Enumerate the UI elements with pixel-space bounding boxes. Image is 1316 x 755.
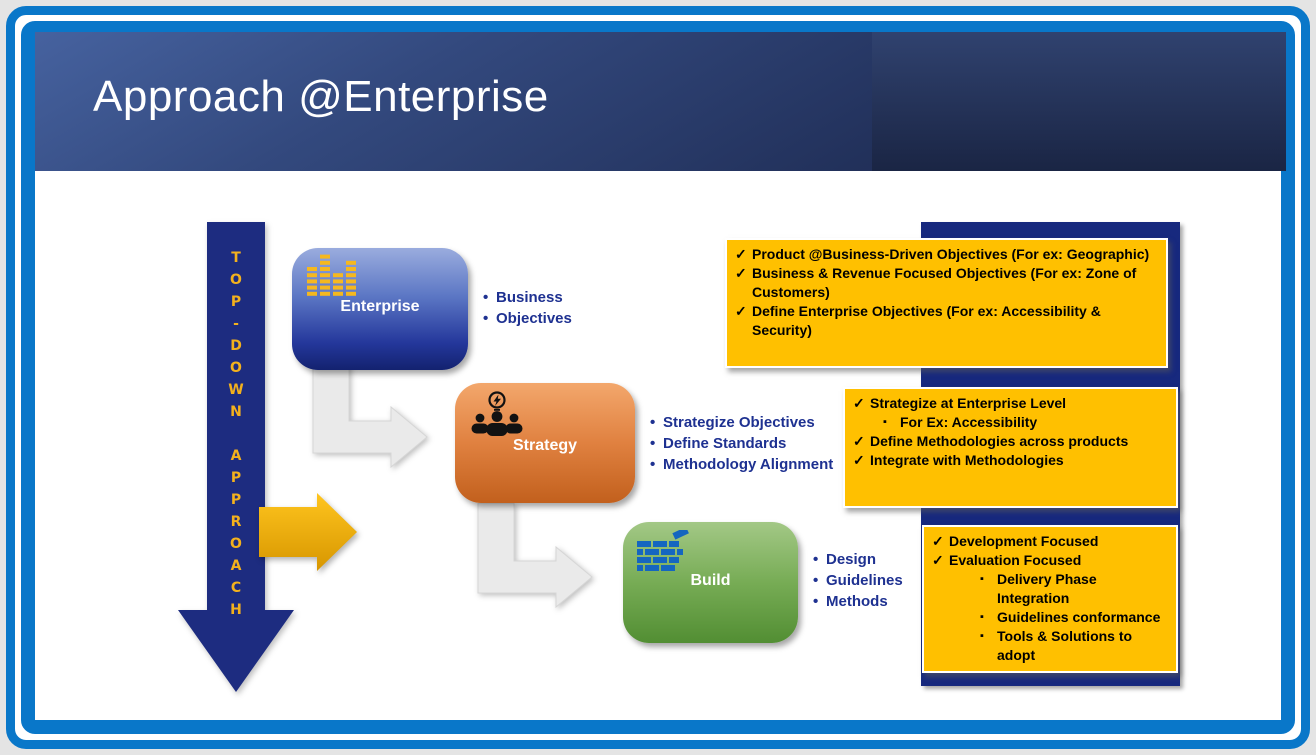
callout-subitem: ▪ For Ex: Accessibility <box>883 414 1038 430</box>
equalizer-bars-icon <box>307 254 356 296</box>
down-arrow-shape <box>178 222 294 692</box>
check-icon: ✓ <box>853 452 865 468</box>
list-item: • Define Standards <box>650 435 787 452</box>
stage-bullet-list-build: • Design • Guidelines • Methods <box>813 549 903 612</box>
list-item: • Business <box>483 289 563 306</box>
brick-wall-icon <box>637 530 689 571</box>
list-item: • Design <box>813 551 877 568</box>
list-item: • Methodology Alignment <box>650 456 834 473</box>
bullet-icon: • <box>813 593 819 610</box>
square-bullet-icon: ▪ <box>980 611 984 623</box>
stage-label-strategy: Strategy <box>512 437 578 454</box>
list-item: • Strategize Objectives <box>650 414 815 431</box>
bullet-icon: • <box>650 435 656 452</box>
title-banner: Approach @Enterprise <box>35 32 1286 171</box>
callout-box-strategy: ✓ Strategize at Enterprise Level ▪ For E… <box>843 387 1178 508</box>
team-idea-icon <box>471 391 523 436</box>
list-item: • Guidelines <box>813 572 903 589</box>
callout-item: ✓ Define Methodologies across products <box>853 433 1129 449</box>
list-item: • Objectives <box>483 310 572 327</box>
callout-subitem: ▪ Delivery Phase Integration <box>980 571 1097 606</box>
stage-box-enterprise: Enterprise <box>292 248 468 370</box>
callout-item: ✓ Development Focused <box>932 533 1099 549</box>
bullet-icon: • <box>650 456 656 473</box>
check-icon: ✓ <box>932 533 944 549</box>
check-icon: ✓ <box>932 552 944 568</box>
stage-box-strategy: Strategy <box>455 383 635 503</box>
stage-bullet-list-strategy: • Strategize Objectives • Define Standar… <box>650 412 833 475</box>
banner-right-panel <box>872 32 1286 171</box>
callout-item: ✓ Strategize at Enterprise Level <box>853 395 1067 411</box>
callout-item: ✓ Product @Business-Driven Objectives (F… <box>735 246 1150 262</box>
stage-label-build: Build <box>690 572 731 589</box>
callout-item: ✓ Business & Revenue Focused Objectives … <box>735 265 1137 300</box>
list-item: • Methods <box>813 593 888 610</box>
bullet-icon: • <box>813 551 819 568</box>
stage-label-enterprise: Enterprise <box>340 298 420 315</box>
top-down-approach-label: TOP-DOWN APPROACH <box>228 250 244 624</box>
stage-bullet-list-enterprise: • Business • Objectives <box>483 287 572 329</box>
square-bullet-icon: ▪ <box>980 573 984 585</box>
check-icon: ✓ <box>735 246 747 262</box>
bullet-icon: • <box>483 310 489 327</box>
check-icon: ✓ <box>735 303 747 319</box>
check-icon: ✓ <box>735 265 747 281</box>
callout-item: ✓ Define Enterprise Objectives (For ex: … <box>735 303 1101 338</box>
callout-box-enterprise: ✓ Product @Business-Driven Objectives (F… <box>725 238 1168 368</box>
callout-box-build: ✓ Development Focused ✓ Evaluation Focus… <box>922 525 1178 673</box>
callout-subitem: ▪ Tools & Solutions to adopt <box>980 628 1133 663</box>
square-bullet-icon: ▪ <box>980 630 984 642</box>
slide-title: Approach @Enterprise <box>93 72 549 121</box>
check-icon: ✓ <box>853 395 865 411</box>
bullet-icon: • <box>483 289 489 306</box>
elbow-connector-arrow-strategy-build <box>477 503 593 609</box>
callout-item: ✓ Evaluation Focused <box>932 552 1082 568</box>
callout-subitem: ▪ Guidelines conformance <box>980 609 1161 625</box>
check-icon: ✓ <box>853 433 865 449</box>
top-down-approach-arrow: TOP-DOWN APPROACH <box>176 222 296 692</box>
elbow-connector-arrow-enterprise-strategy <box>312 363 428 469</box>
bullet-icon: • <box>650 414 656 431</box>
callout-item: ✓ Integrate with Methodologies <box>853 452 1064 468</box>
bullet-icon: • <box>813 572 819 589</box>
square-bullet-icon: ▪ <box>883 416 887 428</box>
stage-box-build: Build <box>623 522 798 643</box>
yellow-right-arrow <box>259 493 357 571</box>
